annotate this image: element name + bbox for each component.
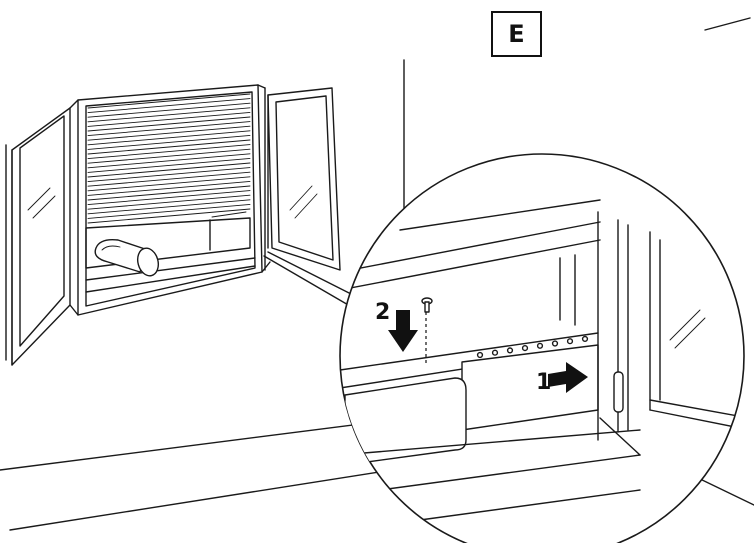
mounting-hole xyxy=(536,342,544,349)
grill-slat xyxy=(87,167,251,183)
zoom-detail-circle xyxy=(339,153,745,547)
grill-slat xyxy=(87,190,251,206)
grill-slat xyxy=(87,194,251,210)
mounting-hole xyxy=(521,345,529,352)
arrow-down-icon xyxy=(388,310,418,352)
zoom-leader-lines xyxy=(263,251,356,307)
grill-slat xyxy=(87,116,251,132)
mounting-hole xyxy=(566,338,574,345)
grill-slat xyxy=(87,134,251,150)
grill-slat xyxy=(87,203,251,219)
ac-grill xyxy=(87,93,251,224)
right-window-sash xyxy=(267,87,341,271)
mounting-hole xyxy=(551,340,559,347)
grill-slat xyxy=(87,180,251,196)
grill-slat xyxy=(87,111,251,127)
arrow-right-icon xyxy=(548,362,588,393)
grill-slat xyxy=(87,130,251,146)
grill-slat xyxy=(87,153,251,169)
grill-slat xyxy=(87,199,251,215)
grill-slat xyxy=(87,102,251,118)
mounting-holes xyxy=(476,335,589,359)
mounting-hole xyxy=(491,349,499,356)
left-window-sash xyxy=(5,107,71,366)
mounting-hole xyxy=(581,335,589,343)
grill-slat xyxy=(87,139,251,155)
grill-slat xyxy=(87,125,251,141)
grill-slat xyxy=(87,208,251,224)
grill-slat xyxy=(87,148,251,164)
grill-slat xyxy=(87,107,251,123)
grill-slat xyxy=(87,144,251,160)
grill-slat xyxy=(87,121,251,137)
grill-slat xyxy=(87,185,251,201)
grill-slat xyxy=(87,171,251,187)
grill-slat xyxy=(87,98,251,114)
grill-slat xyxy=(87,157,251,173)
ac-unit-lower xyxy=(85,211,256,293)
mounting-hole xyxy=(476,351,484,359)
zoom-detail-content xyxy=(340,199,744,521)
exhaust-hose xyxy=(94,238,160,277)
step-1-number: 1 xyxy=(536,370,552,395)
grill-slat xyxy=(87,176,251,192)
screw-icon xyxy=(421,297,433,313)
grill-slat xyxy=(87,93,251,109)
mounting-hole xyxy=(506,347,514,354)
panel-label: E xyxy=(491,11,542,57)
grill-slat xyxy=(87,162,251,178)
step-2-number: 2 xyxy=(375,300,391,325)
